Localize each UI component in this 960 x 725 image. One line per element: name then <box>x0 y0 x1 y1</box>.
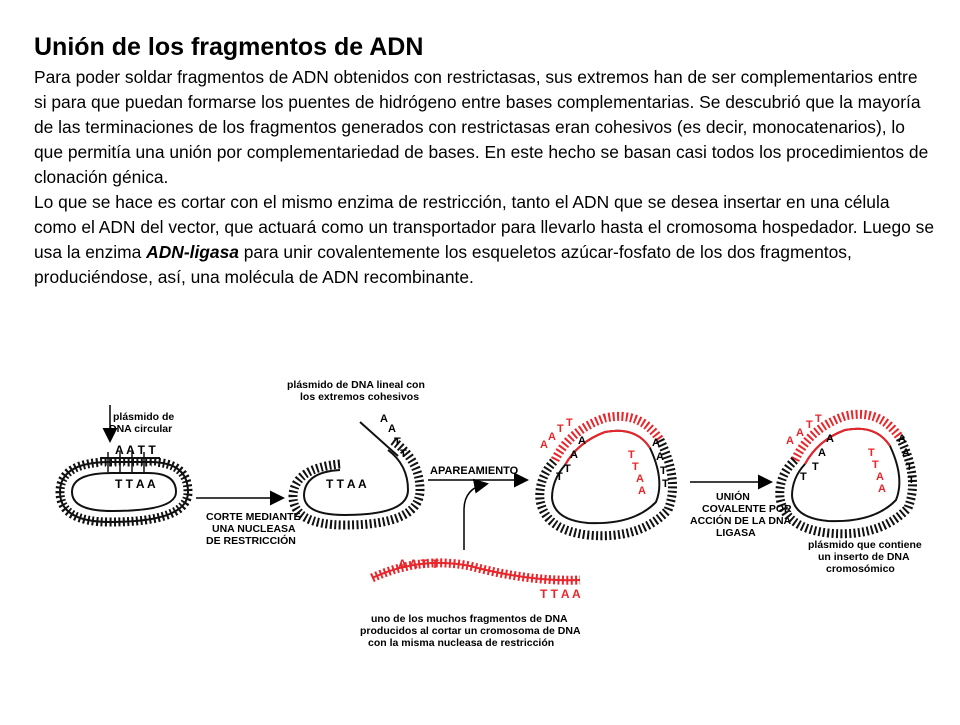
base-a-red-2: A <box>548 431 556 443</box>
step-cut-3: DE RESTRICCIÓN <box>206 534 296 547</box>
label-circular-1: plásmido de <box>113 411 174 423</box>
step-union-3: ACCIÓN DE LA DNA <box>690 514 792 527</box>
text-content: Unión de los fragmentos de ADN Para pode… <box>34 32 934 290</box>
base-t-4: T <box>556 471 563 483</box>
base-t-2: T <box>400 448 407 460</box>
base-a-red-6: A <box>796 427 804 439</box>
paragraph-2-start: Lo que se hace es cortar con el mismo en… <box>34 192 934 262</box>
base-a-red-7: A <box>876 471 884 483</box>
base-a-9: A <box>898 433 906 445</box>
seq-bottom-fragment: T T A A <box>540 587 581 601</box>
base-a-8: A <box>818 447 826 459</box>
label-insert-3: cromosómico <box>826 563 895 575</box>
cloning-diagram-svg: plásmido de DNA circular A A T T T T A A… <box>55 379 922 649</box>
step-union-4: LIGASA <box>716 527 756 539</box>
step-cut-2: UNA NUCLEASA <box>212 523 296 535</box>
label-linear-1: plásmido de DNA lineal con <box>287 379 425 391</box>
label-fragment-3: con la misma nucleasa de restricción <box>368 637 554 649</box>
base-a-red-3: A <box>636 473 644 485</box>
step-cut-1: CORTE MEDIANTE <box>206 511 301 523</box>
circular-plasmid <box>55 457 193 527</box>
ligase-term: ADN-ligasa <box>146 242 239 262</box>
label-fragment-2: producidos al cortar un cromosoma de DNA <box>360 625 581 637</box>
seq-bottom-linear: T T A A <box>326 477 367 491</box>
base-a-7: A <box>826 433 834 445</box>
recombinant-plasmid <box>775 409 917 539</box>
linear-plasmid <box>288 421 425 530</box>
base-t-red-4: T <box>632 461 639 473</box>
seq-top: A A T T <box>115 443 156 457</box>
base-a-1: A <box>380 413 388 425</box>
base-t-6: T <box>662 478 669 490</box>
base-t-red-5: T <box>806 419 813 431</box>
paragraph-2: Lo que se hace es cortar con el mismo en… <box>34 190 934 290</box>
base-t-3: T <box>564 463 571 475</box>
base-a-10: A <box>902 447 910 459</box>
base-a-5: A <box>652 437 660 449</box>
base-t-10: T <box>908 474 915 486</box>
page-title: Unión de los fragmentos de ADN <box>34 33 424 61</box>
base-a-3: A <box>578 435 586 447</box>
base-t-1: T <box>394 436 401 448</box>
base-a-6: A <box>656 451 664 463</box>
seq-bottom: T T A A <box>115 477 156 491</box>
step-union-2: COVALENTE POR <box>702 503 792 515</box>
paragraph-1: Para poder soldar fragmentos de ADN obte… <box>34 67 929 187</box>
paragraph-2-end: para unir covalentemente los esqueletos … <box>34 242 852 287</box>
annealed-plasmid <box>535 411 677 541</box>
base-t-red-1: T <box>557 423 564 435</box>
base-t-8: T <box>800 471 807 483</box>
step-pairing: APAREAMIENTO <box>430 465 519 477</box>
base-t-red-8: T <box>872 459 879 471</box>
arrow-merge-icon <box>463 478 489 550</box>
base-t-red-2: T <box>566 417 573 429</box>
base-t-red-6: T <box>815 413 822 425</box>
label-circular-2: DNA circular <box>109 423 172 435</box>
recognition-site <box>107 452 145 472</box>
label-insert-2: un inserto de DNA <box>818 551 910 563</box>
base-a-red-4: A <box>638 485 646 497</box>
dna-fragment <box>370 558 581 585</box>
base-t-9: T <box>906 461 913 473</box>
base-a-4: A <box>570 449 578 461</box>
base-t-7: T <box>812 461 819 473</box>
base-a-2: A <box>388 423 396 435</box>
label-fragment-1: uno de los muchos fragmentos de DNA <box>371 613 568 625</box>
base-a-red-8: A <box>878 483 886 495</box>
label-insert-1: plásmido que contiene <box>808 539 922 551</box>
base-a-red-5: A <box>786 435 794 447</box>
seq-top-fragment: A A T T <box>398 557 439 571</box>
step-union-1: UNIÓN <box>716 490 750 503</box>
label-linear-2: los extremos cohesivos <box>300 391 419 403</box>
cloning-diagram: plásmido de DNA circular A A T T T T A A… <box>0 360 960 720</box>
base-t-5: T <box>660 465 667 477</box>
base-t-red-3: T <box>628 449 635 461</box>
base-t-red-7: T <box>868 447 875 459</box>
base-a-red-1: A <box>540 439 548 451</box>
